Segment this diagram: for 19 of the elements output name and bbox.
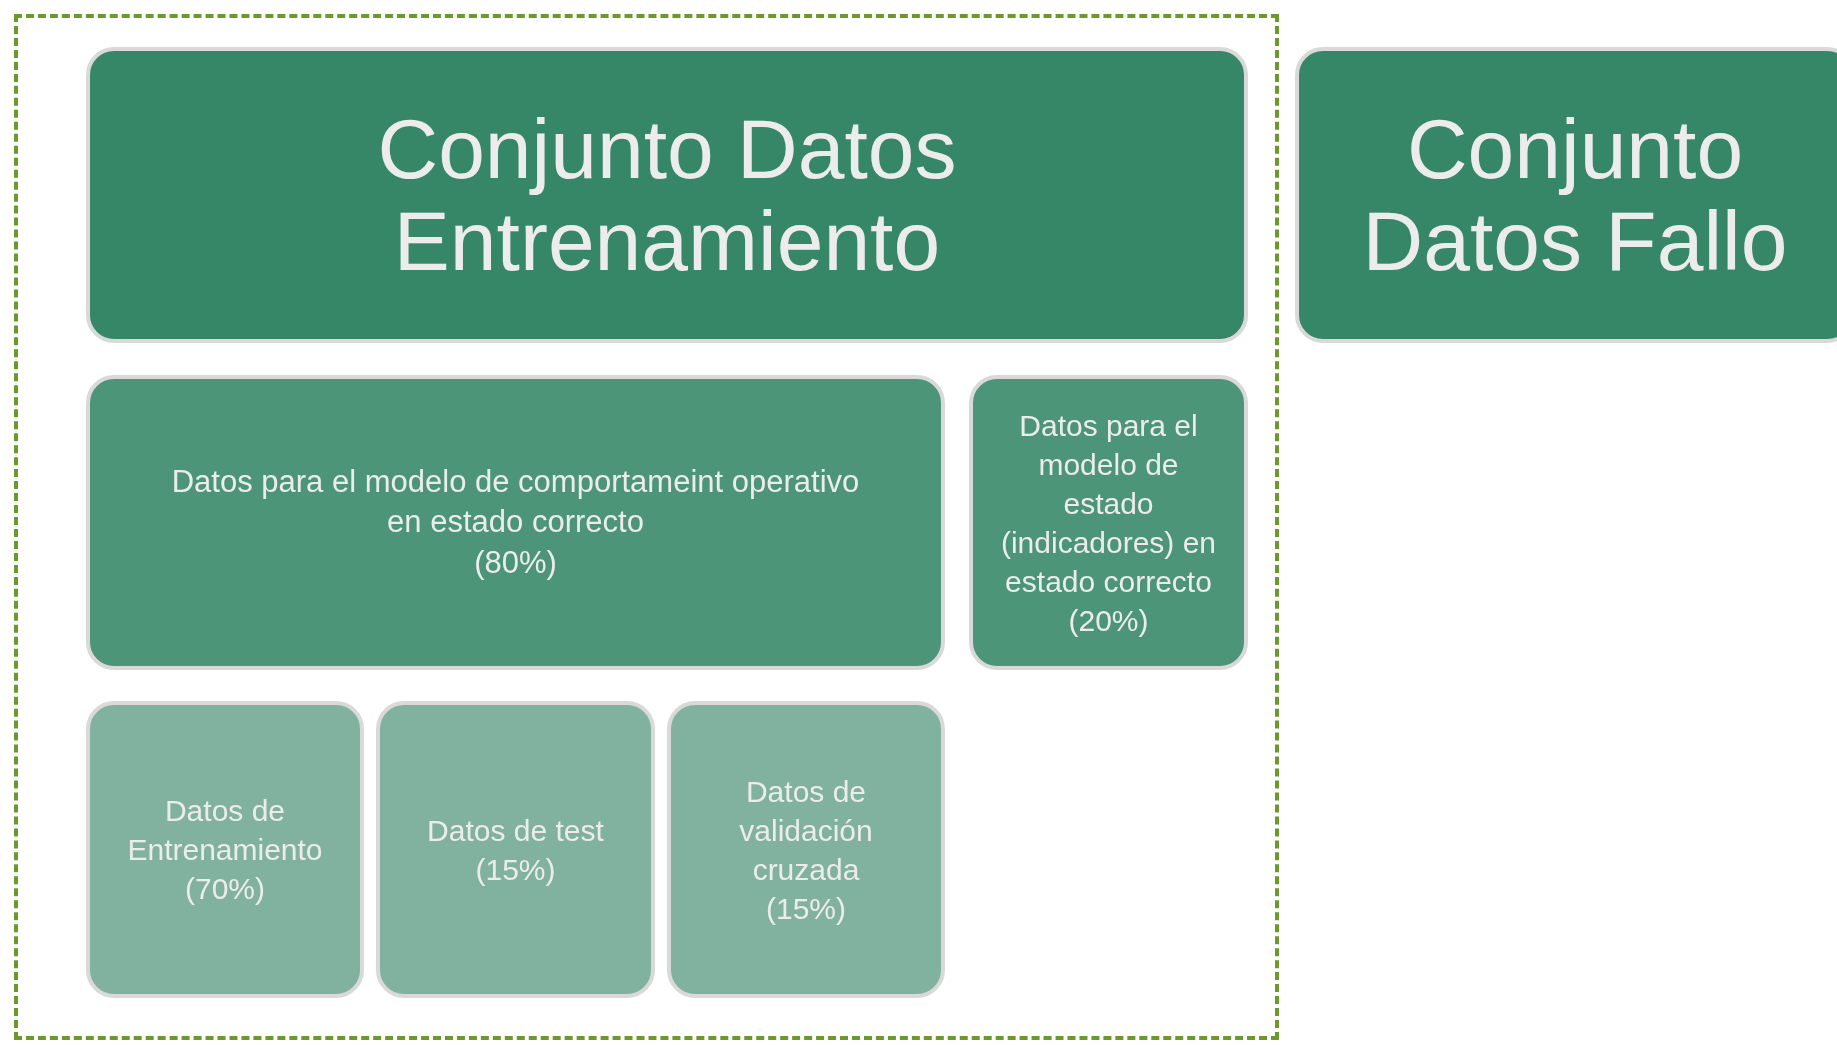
data-box <box>667 701 945 998</box>
data-box <box>376 701 655 998</box>
box-text: Conjunto Datos Fallo <box>1361 102 1789 288</box>
box-text: Datos para el modelo de comportameint operativo en estado correcto <box>170 463 861 542</box>
box-text: Datos para el modelo de estado (indicadores) en estado correcto (20%) <box>999 407 1218 639</box>
box-text: (15%) <box>766 890 846 927</box>
box-text: Datos de Entrenamiento <box>126 793 324 868</box>
box-text: Datos de test <box>427 812 604 849</box>
title-box <box>86 47 1248 343</box>
box-text: (70%) <box>185 871 265 907</box>
data-box <box>969 375 1248 670</box>
dashed-group-frame <box>14 14 1279 1040</box>
box-text: (80%) <box>474 543 557 582</box>
box-text: (15%) <box>475 851 556 888</box>
box-text: Conjunto Datos Entrenamiento <box>376 102 958 288</box>
data-box <box>86 701 364 998</box>
box-text: Datos de validación cruzada <box>738 773 874 888</box>
data-box <box>86 375 945 670</box>
title-box <box>1295 47 1837 343</box>
